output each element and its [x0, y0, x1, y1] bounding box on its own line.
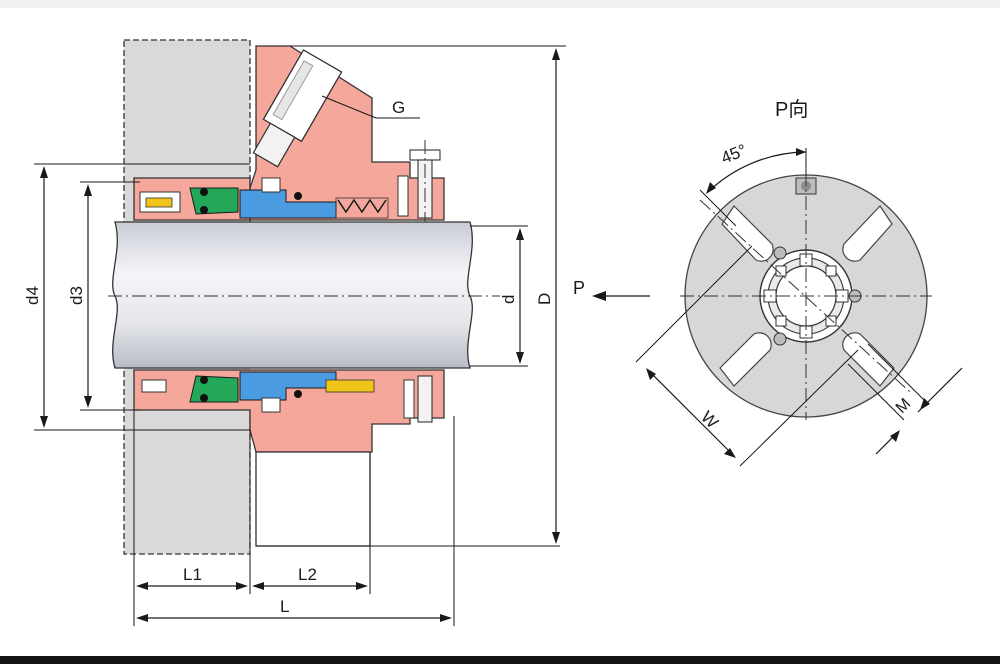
bottom-bar — [0, 656, 1000, 664]
flange-slots — [719, 205, 895, 387]
g-port — [252, 49, 343, 168]
label-D: D — [535, 293, 554, 305]
label-d: d — [499, 295, 518, 304]
seal-rings-bottom — [141, 371, 375, 413]
housing — [123, 39, 251, 555]
label-L1: L1 — [183, 565, 202, 584]
end-view: P向 — [635, 98, 963, 467]
dim-D: D — [290, 45, 566, 544]
label-P: P — [573, 278, 585, 298]
flange-lower — [255, 451, 371, 547]
view-arrow-P: P — [573, 278, 650, 301]
leader-G: G — [321, 95, 420, 119]
seal-rings-top — [139, 177, 389, 219]
gland-bolt-top — [397, 140, 441, 225]
shaft — [108, 221, 500, 369]
dim-d3: d3 — [67, 181, 140, 411]
label-G: G — [392, 98, 405, 117]
label-d4: d4 — [23, 286, 42, 305]
label-d3: d3 — [67, 286, 86, 305]
label-L: L — [280, 597, 289, 616]
dim-L: L1 L2 L — [133, 410, 455, 626]
section-view: d4 d3 d D — [23, 39, 650, 626]
label-L2: L2 — [298, 565, 317, 584]
gland-bolt-bottom — [403, 375, 433, 423]
dim-d4: d4 — [23, 163, 250, 431]
dim-d: d — [470, 225, 528, 367]
view-title: P向 — [775, 98, 808, 121]
